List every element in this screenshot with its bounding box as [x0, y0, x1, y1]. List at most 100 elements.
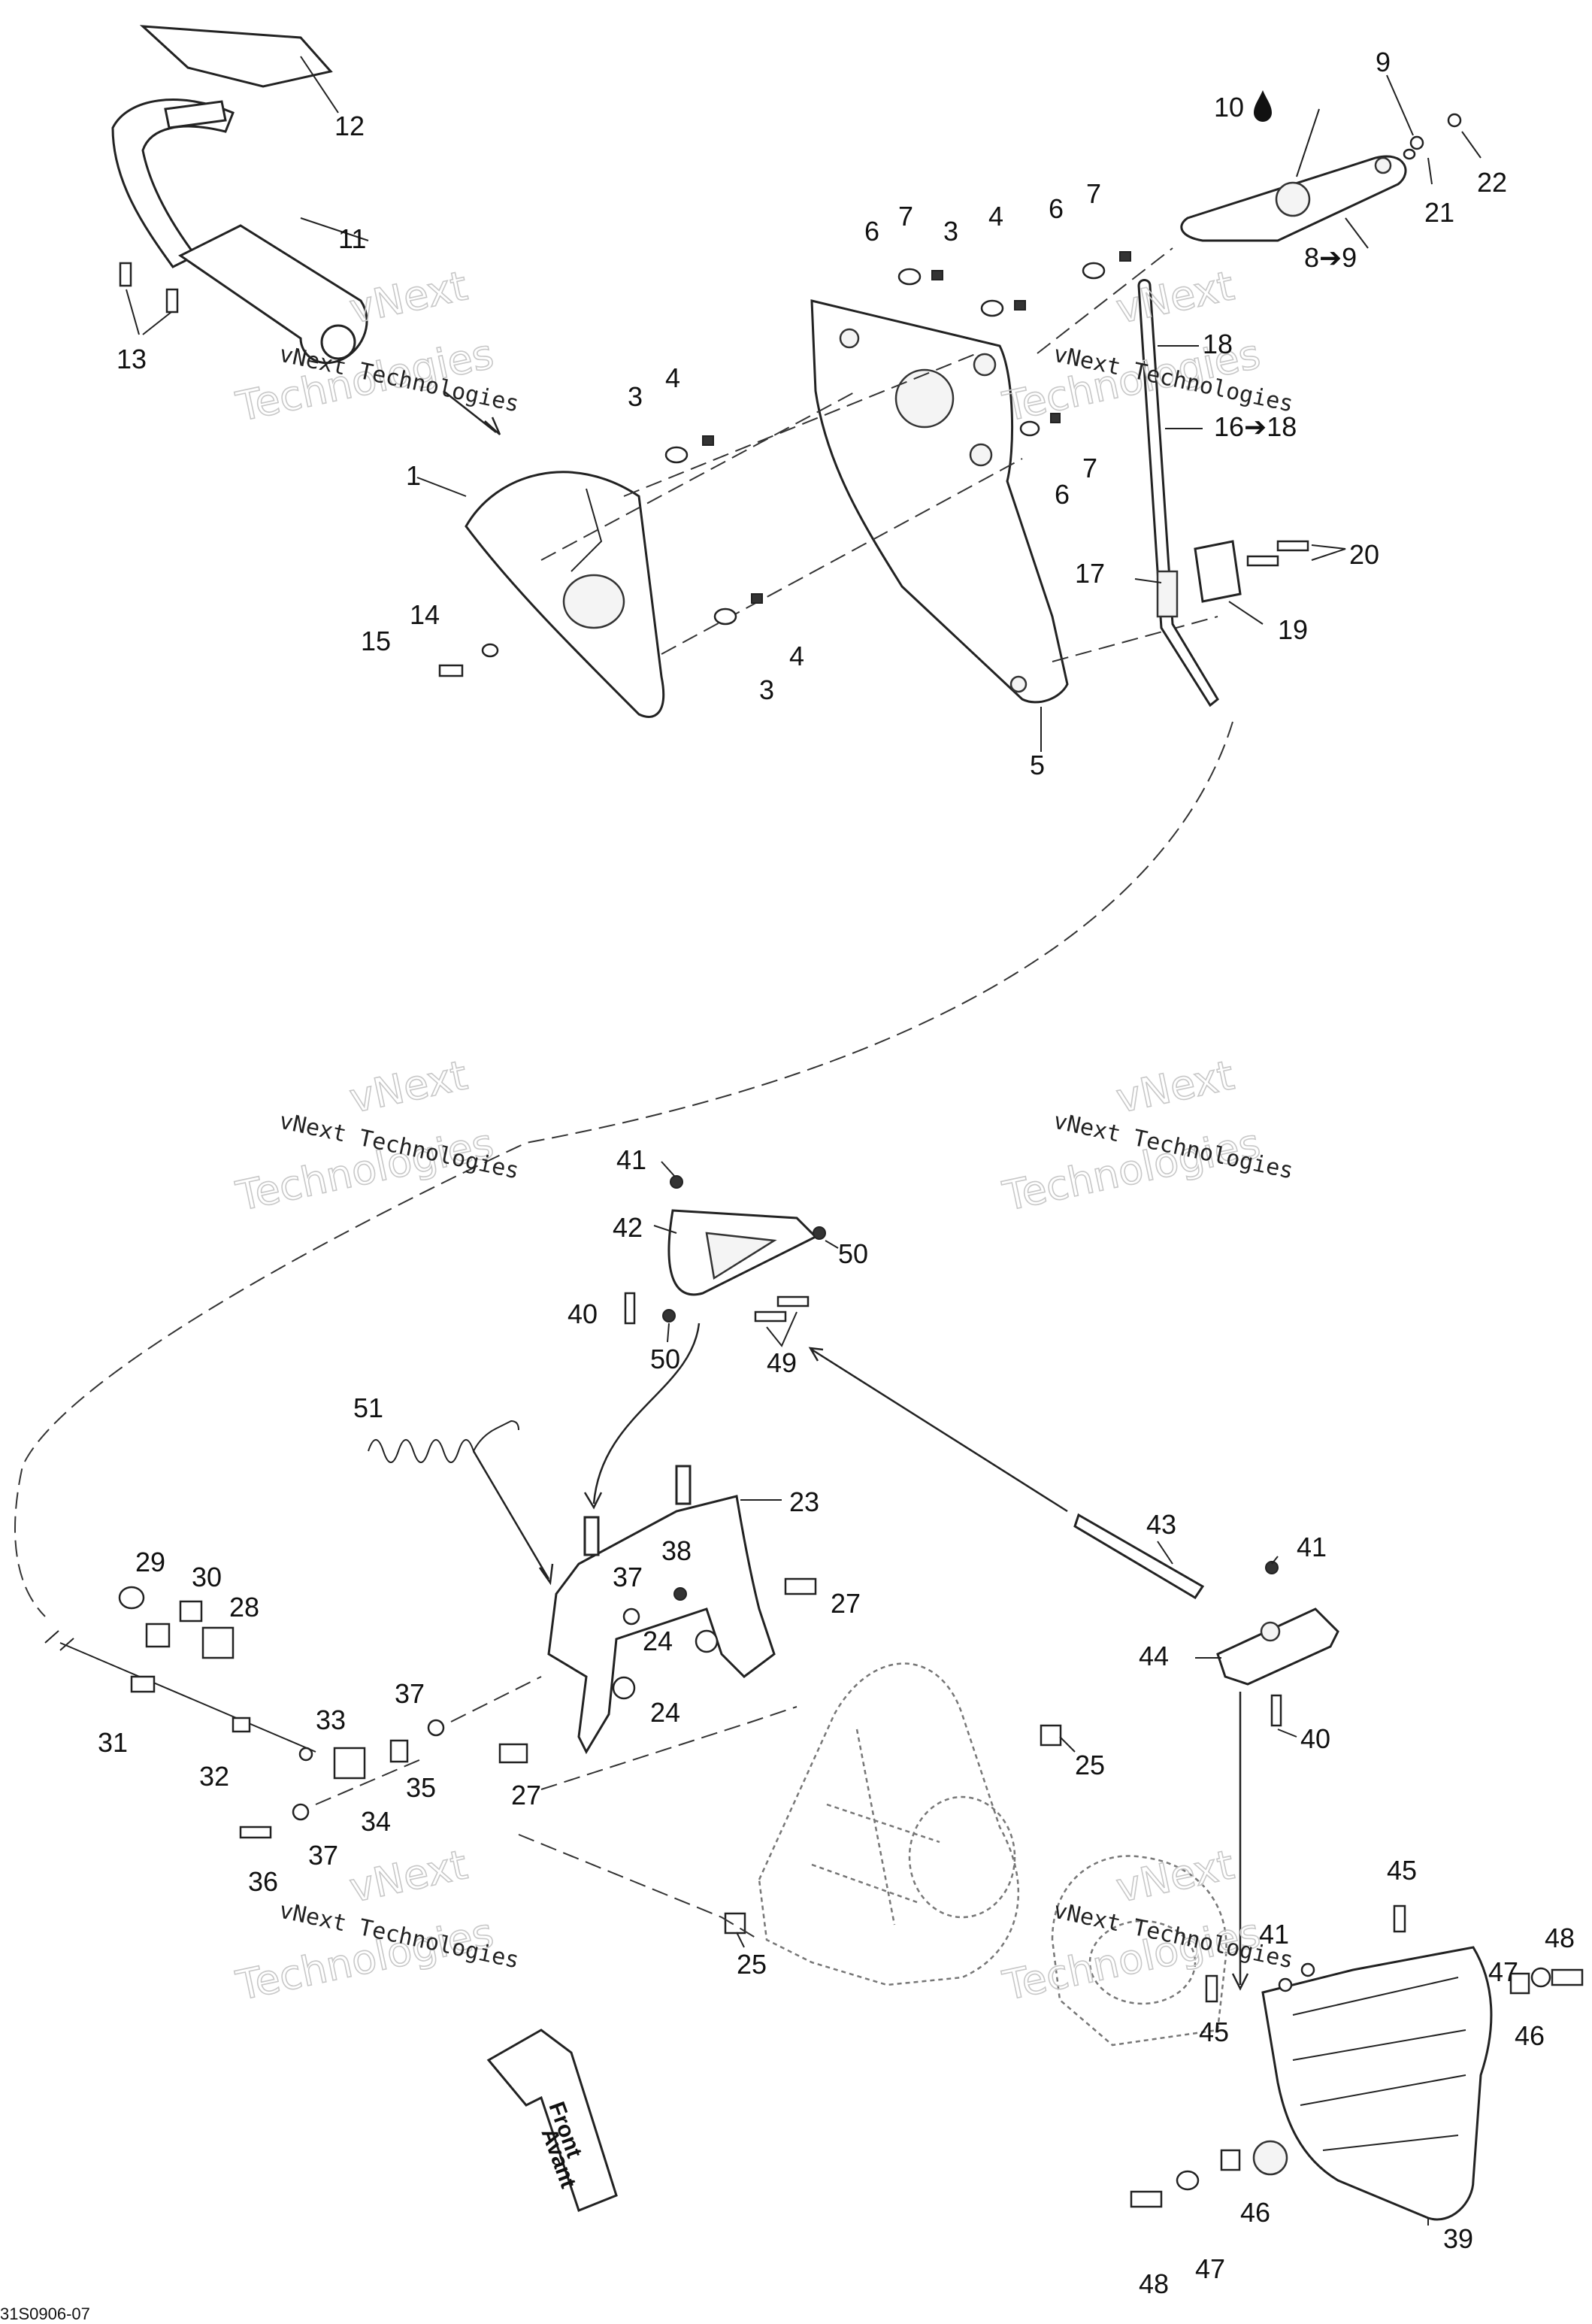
watermark: vNext Technologies vNext Technologies [998, 1840, 1296, 2010]
gate-lever [1216, 1607, 1339, 1686]
callout-label: 9 [1376, 47, 1391, 77]
leader-line [1157, 1541, 1173, 1565]
callout-label: 24 [650, 1697, 680, 1728]
reverse-gate-part-39 [1130, 1904, 1584, 2221]
cable-break [44, 1630, 74, 1651]
callout-label: 5 [1030, 750, 1045, 780]
callout-label: 37 [613, 1562, 643, 1592]
arrow [1231, 1692, 1249, 1991]
leader-line [1271, 1556, 1279, 1565]
screw [754, 1310, 787, 1323]
axis-line [661, 458, 1023, 655]
callout-label: 4 [988, 201, 1003, 232]
link-rod-43 [1073, 1513, 1205, 1600]
front-arrow-icon: Front Avant [486, 2029, 618, 2212]
arrow [443, 390, 501, 435]
washer-37 [292, 1803, 310, 1821]
callout-label: 19 [1278, 614, 1308, 645]
bolt [1014, 300, 1026, 311]
callout-label: 45 [1387, 1855, 1417, 1886]
housing-rib [811, 1729, 940, 1926]
cover-rib [571, 488, 603, 572]
nut-28 [201, 1626, 235, 1659]
plate-bolt-hole [839, 328, 860, 349]
pedal-strap [111, 98, 235, 268]
arrow [808, 1347, 1068, 1513]
svg-text:vNext: vNext [1112, 1051, 1238, 1122]
nut [813, 1226, 826, 1240]
leader-line [736, 1932, 745, 1948]
bolt [1119, 251, 1131, 262]
callout-label: 1 [406, 460, 421, 491]
callout-label: 34 [361, 1806, 391, 1837]
shift-arm-part-23 [547, 1465, 817, 1755]
callout-label: 23 [789, 1486, 819, 1517]
washer-47 [1530, 1967, 1551, 1988]
axis-line [1037, 247, 1173, 354]
lever-part-8 [1180, 74, 1482, 249]
bolt [1050, 413, 1061, 423]
leader-line [300, 56, 339, 114]
nut [662, 1309, 676, 1323]
assembly-axis-lines [540, 247, 1218, 662]
nozzle-phantom [1051, 1855, 1227, 2047]
gate-hole [1260, 1621, 1281, 1642]
washer [1082, 262, 1106, 280]
leader-line [825, 1240, 839, 1249]
bushing-46 [1509, 1972, 1530, 1995]
callout-label: 25 [737, 1949, 767, 1980]
callout-label: 20 [1349, 539, 1379, 570]
callout-label: 3 [759, 674, 774, 705]
shift-rod-part-16 [1134, 279, 1346, 708]
callout-label: 17 [1075, 558, 1105, 589]
leader-line [1386, 74, 1414, 136]
nut [1300, 1962, 1315, 1977]
leader-line [142, 311, 172, 335]
callout-label: 10 [1214, 92, 1244, 123]
bolt-36 [239, 1826, 272, 1839]
nut [670, 1175, 683, 1189]
nut [673, 1587, 687, 1601]
callout-label: 47 [1195, 2253, 1225, 2284]
callout-label: 7 [1086, 178, 1101, 209]
spacer-35 [389, 1739, 409, 1763]
hardware-top [438, 251, 1131, 677]
arm-tab [675, 1465, 692, 1505]
callout-label: 50 [650, 1344, 680, 1374]
svg-text:vNext: vNext [1112, 1841, 1238, 1911]
brake-pedal-assembly [111, 25, 501, 435]
lever-pivot [320, 324, 356, 360]
callout-label: 35 [406, 1772, 436, 1803]
callout-label: 7 [898, 201, 913, 232]
plate-bolt-hole [973, 353, 997, 377]
callout-label: 37 [308, 1840, 338, 1871]
washer [713, 608, 737, 626]
washer-47 [1176, 2170, 1200, 2191]
clip-30 [179, 1600, 203, 1623]
lever-end-hole [1374, 156, 1392, 174]
washer [622, 1607, 640, 1626]
nut [1265, 1561, 1279, 1574]
leader-line [416, 477, 467, 497]
bolt [931, 270, 943, 280]
cable-nut [232, 1716, 251, 1733]
callout-label: 40 [567, 1298, 598, 1329]
callout-label: 16➔18 [1214, 411, 1297, 442]
arrow [472, 1450, 554, 1586]
rod-shaft [1137, 279, 1219, 708]
callout-label: 27 [511, 1780, 541, 1810]
axis-line [518, 1834, 760, 1941]
cable-sleeve [130, 1675, 156, 1693]
screw [624, 1292, 636, 1325]
callout-label: 37 [395, 1678, 425, 1709]
leader-line [1296, 108, 1320, 177]
callout-label: 40 [1300, 1723, 1330, 1754]
arm-tab [583, 1516, 600, 1556]
plate-center-hole [894, 368, 955, 429]
callout-label: 6 [864, 216, 879, 247]
washer [980, 299, 1004, 317]
callout-label: 41 [1297, 1532, 1327, 1562]
bolt [702, 435, 714, 446]
callout-label: 3 [943, 216, 958, 247]
